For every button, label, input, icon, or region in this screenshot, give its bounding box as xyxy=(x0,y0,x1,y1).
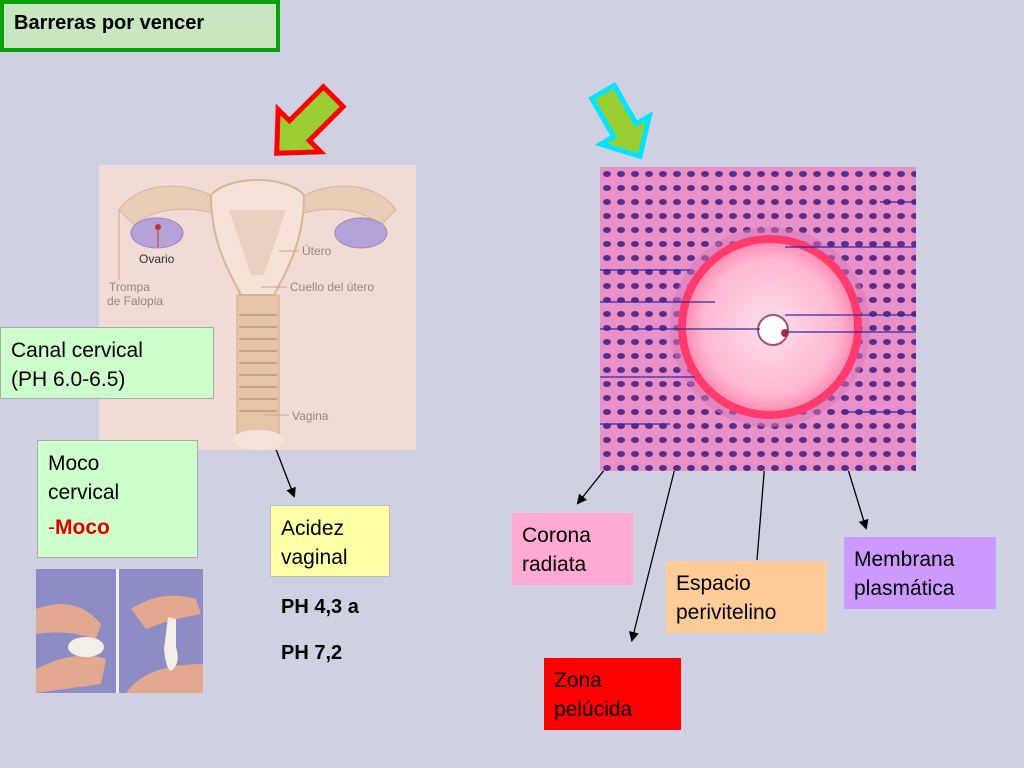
acidez-vaginal-box: Acidez vaginal xyxy=(270,505,390,577)
acidez-line2: vaginal xyxy=(281,546,348,569)
label-vagina: Vagina xyxy=(292,409,329,423)
espacio-line2: perivitelino xyxy=(676,601,777,624)
moco-highlight-line: -Moco xyxy=(48,513,187,542)
moco-line1: Moco xyxy=(48,452,100,475)
label-utero: Útero xyxy=(302,243,332,258)
membrana-plasmatica-box: Membrana plasmática xyxy=(844,537,996,609)
membrana-line1: Membrana xyxy=(854,548,955,571)
title-text: Barreras por vencer xyxy=(14,12,205,34)
right-big-arrow xyxy=(588,82,653,160)
canal-line2: (PH 6.0-6.5) xyxy=(11,368,126,391)
zona-pelucida-box: Zona pelúcida xyxy=(544,658,681,730)
espacio-perivitelino-box: Espacio perivitelino xyxy=(666,561,827,633)
canal-cervical-box: Canal cervical (PH 6.0-6.5) xyxy=(0,327,214,399)
corona-radiata-box: Corona radiata xyxy=(512,513,633,585)
moco-highlight: Moco xyxy=(55,516,110,539)
membrana-line2: plasmática xyxy=(854,577,955,600)
label-cuello: Cuello del útero xyxy=(290,280,374,294)
espacio-line1: Espacio xyxy=(676,572,751,595)
ph-line1: PH 4,3 a xyxy=(281,596,359,618)
mucus-photo xyxy=(36,569,203,693)
title-box: Barreras por vencer xyxy=(0,0,280,52)
oocyte-histology xyxy=(600,167,916,471)
label-trompa: Trompa xyxy=(109,280,150,294)
label-falopia: de Falopia xyxy=(107,294,163,308)
corona-line2: radiata xyxy=(522,553,587,576)
zona-line1: Zona xyxy=(554,669,602,692)
acidez-line1: Acidez xyxy=(281,517,345,540)
ph-line2: PH 7,2 xyxy=(281,642,343,664)
zona-line2: pelúcida xyxy=(554,698,633,721)
uterus-diagram: Ovario Trompa de Falopia Útero Cuello de… xyxy=(99,165,416,450)
corona-line1: Corona xyxy=(522,524,591,547)
moco-dash: - xyxy=(48,516,55,539)
label-ovario: Ovario xyxy=(139,252,175,266)
canal-line1: Canal cervical xyxy=(11,339,143,362)
moco-cervical-box: Moco cervical -Moco xyxy=(37,440,198,558)
left-big-arrow xyxy=(274,83,347,156)
moco-line2: cervical xyxy=(48,481,120,504)
